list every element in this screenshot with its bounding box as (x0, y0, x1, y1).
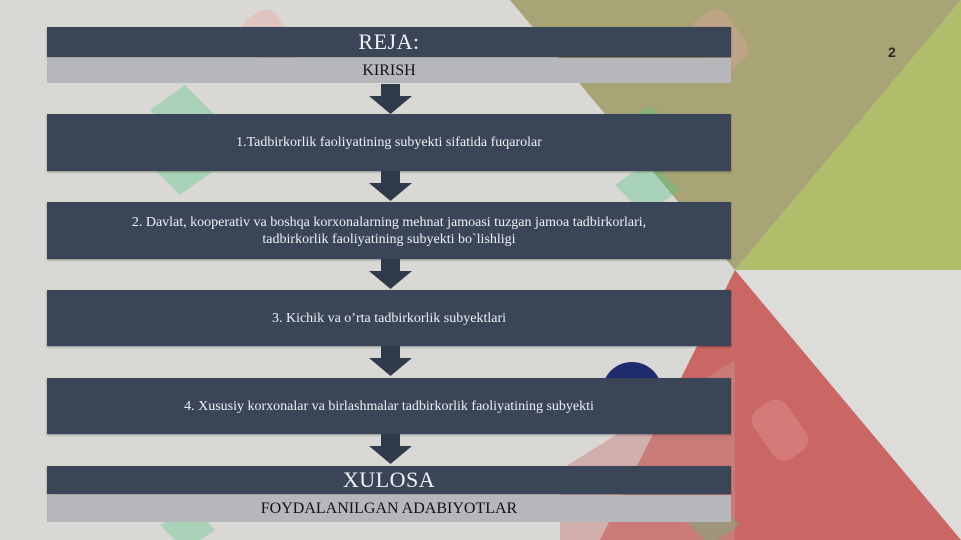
plan-title: REJA: (358, 29, 420, 54)
down-arrow-icon (369, 171, 412, 201)
intro-label: KIRISH (362, 61, 416, 79)
plan-step-4: 4. Xususiy korxonalar va birlashmalar ta… (47, 378, 731, 434)
conclusion-bar: XULOSA (47, 466, 731, 494)
plan-step-3: 3. Kichik va o’rta tadbirkorlik subyektl… (47, 290, 731, 346)
plan-step-2: 2. Davlat, kooperativ va boshqa korxonal… (47, 202, 731, 259)
plan-step-2-text: 2. Davlat, kooperativ va boshqa korxonal… (131, 214, 647, 247)
references-band: FOYDALANILGAN ADABIYOTLAR (47, 495, 731, 522)
down-arrow-icon (369, 434, 412, 464)
intro-band: KIRISH (47, 58, 731, 83)
conclusion-title: XULOSA (342, 467, 436, 492)
down-arrow-icon (369, 259, 412, 289)
page-number: 2 (888, 44, 896, 60)
plan-step-3-text: 3. Kichik va o’rta tadbirkorlik subyektl… (271, 310, 507, 326)
green-triangle-shape (735, 0, 961, 270)
down-arrow-icon (369, 346, 412, 376)
references-label: FOYDALANILGAN ADABIYOTLAR (260, 499, 518, 517)
down-arrow-icon (369, 84, 412, 114)
plan-step-4-text: 4. Xususiy korxonalar va birlashmalar ta… (184, 398, 594, 414)
plan-step-1-text: 1.Tadbirkorlik faoliyatining subyekti si… (236, 135, 542, 150)
plan-title-bar: REJA: (47, 27, 731, 57)
plan-step-1: 1.Tadbirkorlik faoliyatining subyekti si… (47, 114, 731, 171)
